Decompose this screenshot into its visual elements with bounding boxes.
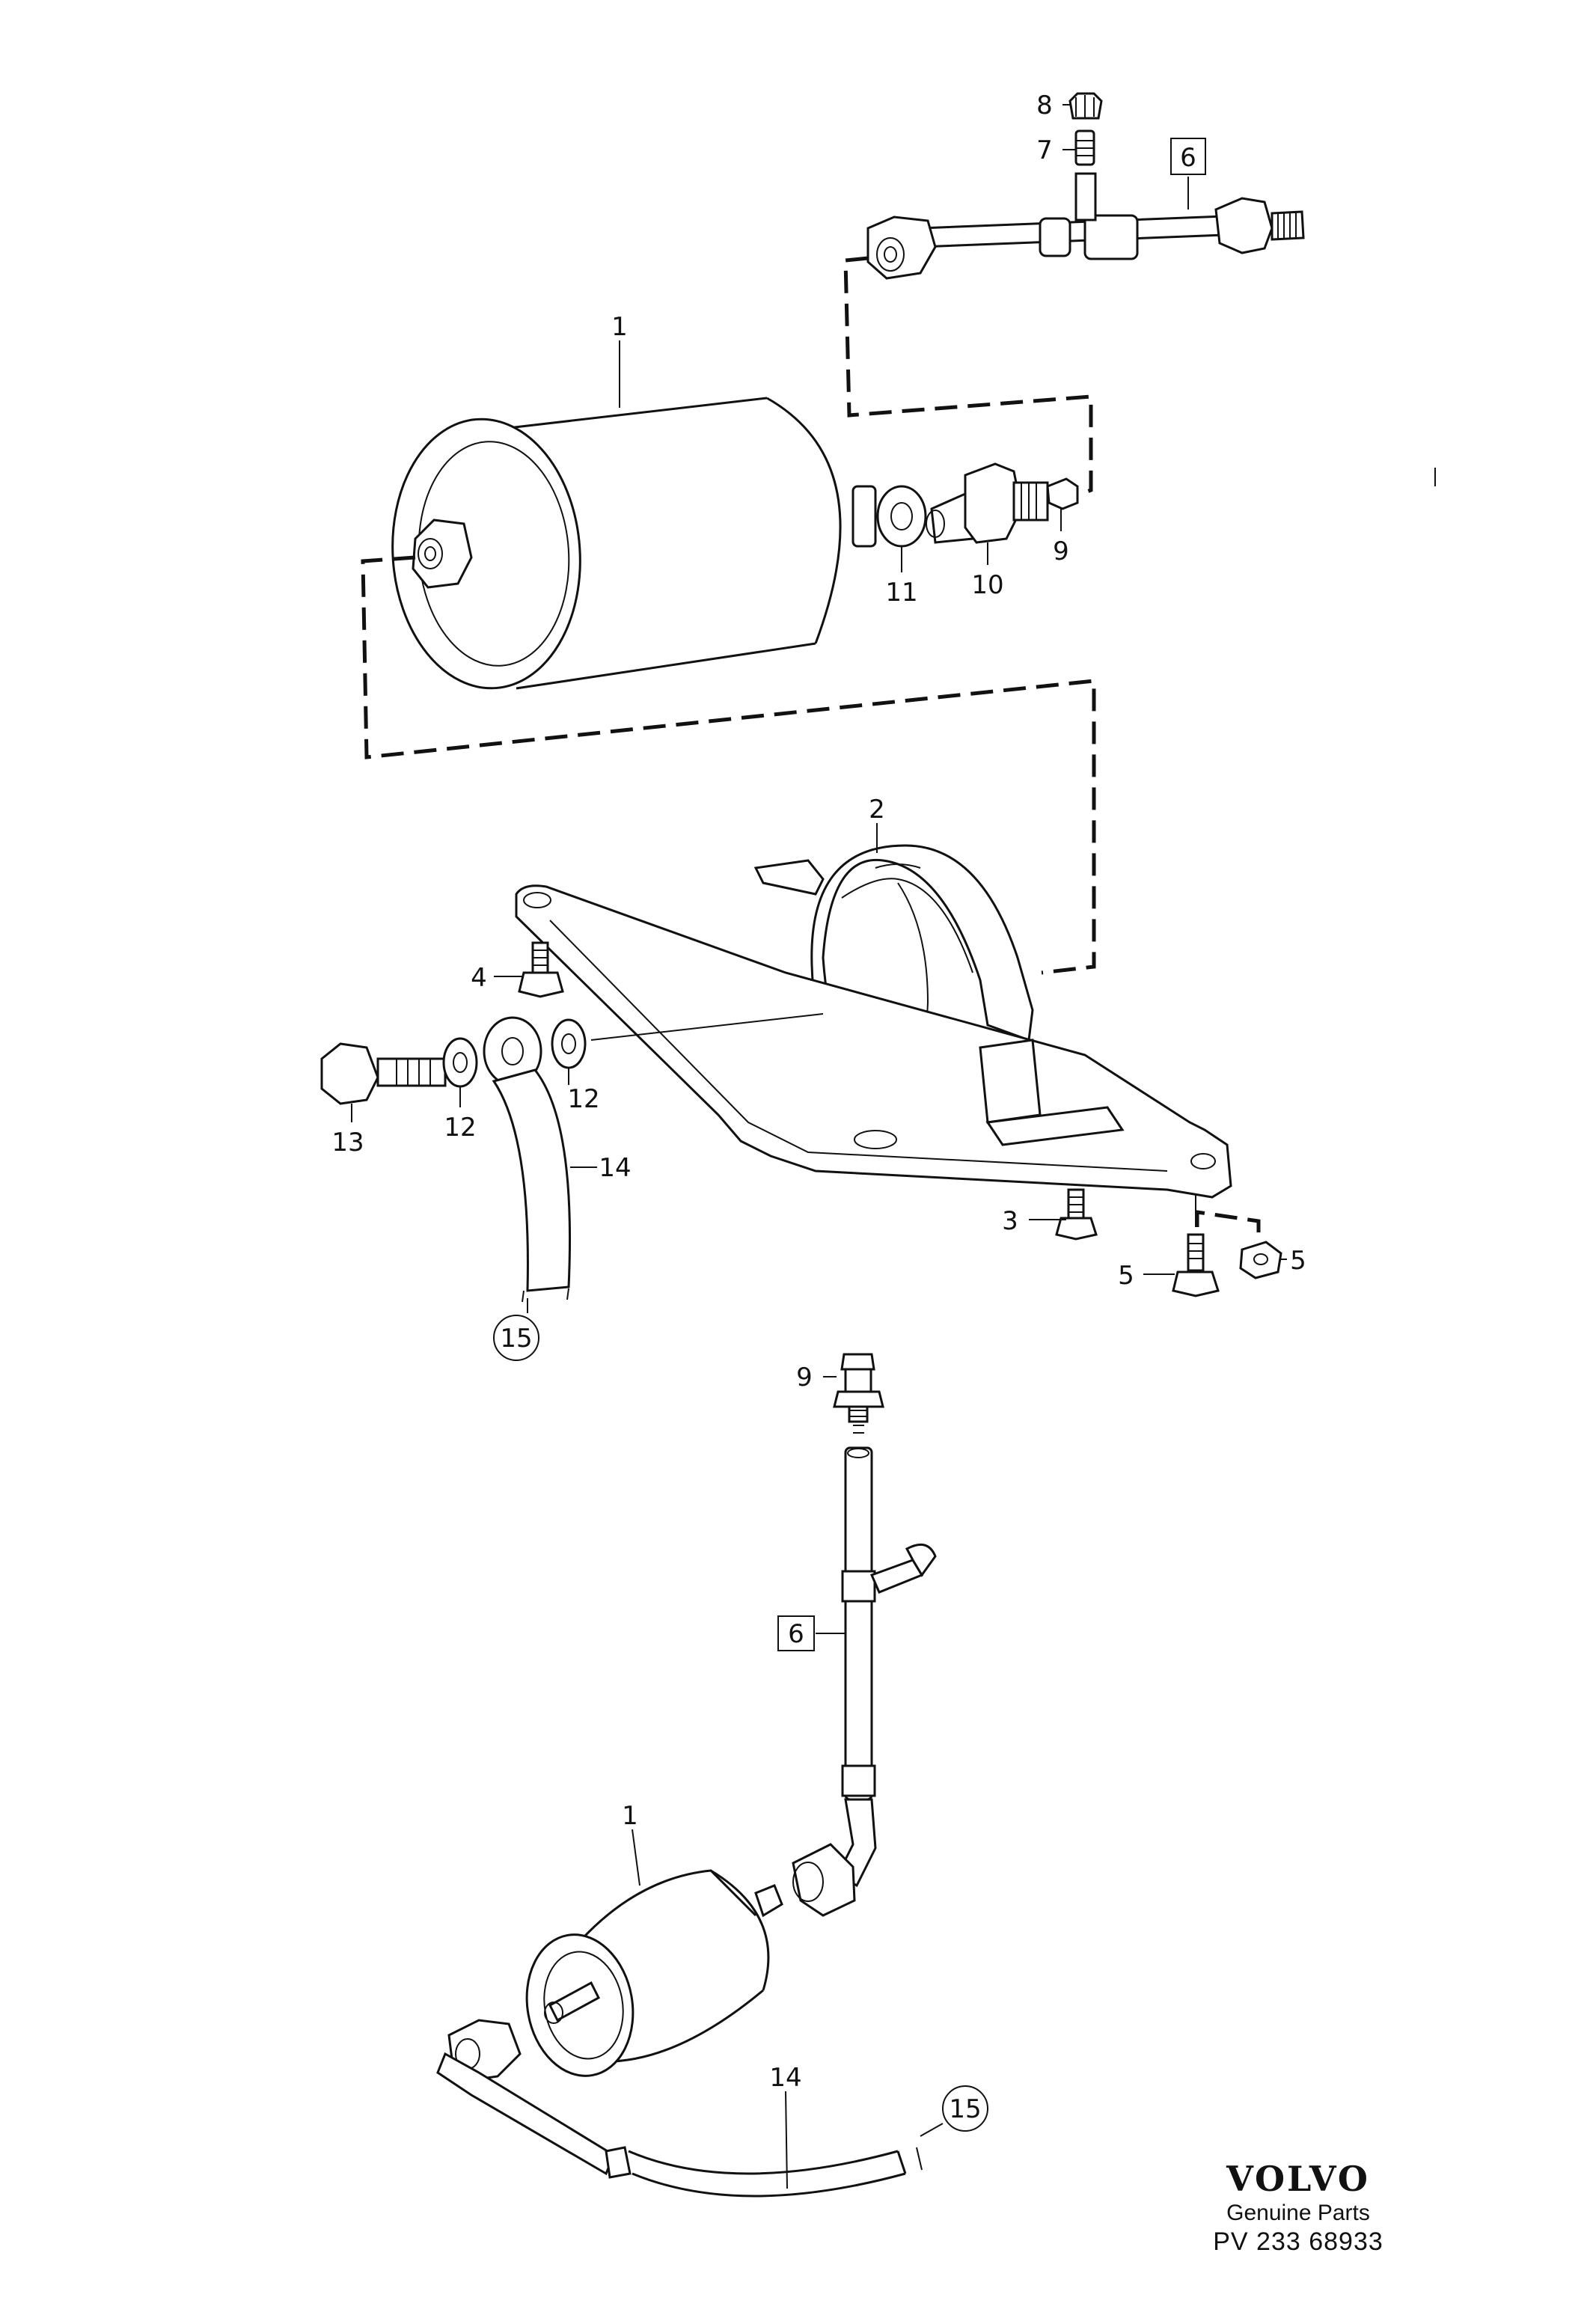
callout-5-right: 5 (1290, 1246, 1306, 1276)
fuel-filter-small (525, 1869, 783, 2077)
callout-4: 4 (471, 963, 487, 993)
callout-6-top-box: 6 (1170, 138, 1206, 175)
callout-1-bottom: 1 (622, 1801, 638, 1831)
callout-11: 11 (885, 578, 917, 608)
callout-10: 10 (971, 570, 1003, 600)
callout-7: 7 (1036, 135, 1053, 165)
washer-12-right (551, 1018, 587, 1069)
callout-9-top: 9 (1053, 536, 1069, 566)
washer-12-left (442, 1037, 478, 1088)
callout-13: 13 (331, 1128, 364, 1158)
screw-3 (1055, 1188, 1098, 1241)
banjo-bolt-13 (320, 1042, 447, 1105)
callout-14-bottom: 14 (769, 2063, 801, 2093)
volvo-brand-block: VOLVO Genuine Parts PV 233 68933 (1201, 2159, 1395, 2257)
fuel-filter-large (391, 397, 877, 690)
union-fitting-10 (926, 462, 1049, 544)
screw-4 (518, 941, 564, 998)
nut-5 (1239, 1241, 1282, 1279)
leader-lines (351, 104, 1287, 2189)
callout-8: 8 (1036, 91, 1053, 120)
pipe-left-nut (866, 215, 937, 280)
callout-2: 2 (869, 795, 885, 825)
bleed-screw-7 (1074, 129, 1095, 166)
callout-1-top: 1 (611, 312, 628, 342)
seal-9-top (1046, 477, 1079, 510)
fuel-pipe-assembly-top (866, 172, 1305, 280)
callout-15-top: 15 (500, 1324, 532, 1354)
dash-link-filter-bracket (361, 555, 1096, 975)
brand-subtitle: Genuine Parts (1226, 2201, 1370, 2225)
filter-bracket-2 (515, 844, 1232, 1199)
callout-3: 3 (1002, 1206, 1018, 1236)
volvo-logo: VOLVO (1226, 2159, 1370, 2199)
callout-6-top: 6 (1180, 143, 1196, 173)
washer-11 (876, 485, 927, 548)
leader-bolt-axis (590, 1013, 824, 1041)
return-hose-14-bottom (436, 2019, 923, 2198)
callout-labels: 1 2 3 4 5 5 6 7 8 9 10 11 12 12 13 14 15… (331, 91, 1306, 2132)
dash-link-pipe-union (843, 256, 1093, 496)
fuel-pipe-assembly-bottom (833, 1353, 937, 1888)
diagram-reference: PV 233 68933 (1213, 2227, 1383, 2256)
callout-9-bottom: 9 (796, 1363, 813, 1392)
banjo-union-hose-14 (483, 1016, 572, 1303)
bleed-cap-8 (1068, 92, 1103, 120)
callout-15-bottom-circle: 15 (942, 2085, 988, 2132)
callout-5-left: 5 (1118, 1261, 1134, 1291)
callout-12-left: 12 (444, 1113, 476, 1143)
callout-6-bottom: 6 (788, 1619, 804, 1649)
hose-connector-bottom (792, 1843, 856, 1917)
screw-5 (1172, 1233, 1220, 1297)
callout-6-bottom-box: 6 (777, 1615, 815, 1651)
dash-link-screw5 (1195, 1210, 1261, 1242)
callout-14-top: 14 (599, 1153, 631, 1183)
callout-12-right: 12 (567, 1084, 599, 1114)
callout-15-bottom: 15 (949, 2094, 981, 2124)
callout-15-top-circle: 15 (493, 1315, 539, 1361)
